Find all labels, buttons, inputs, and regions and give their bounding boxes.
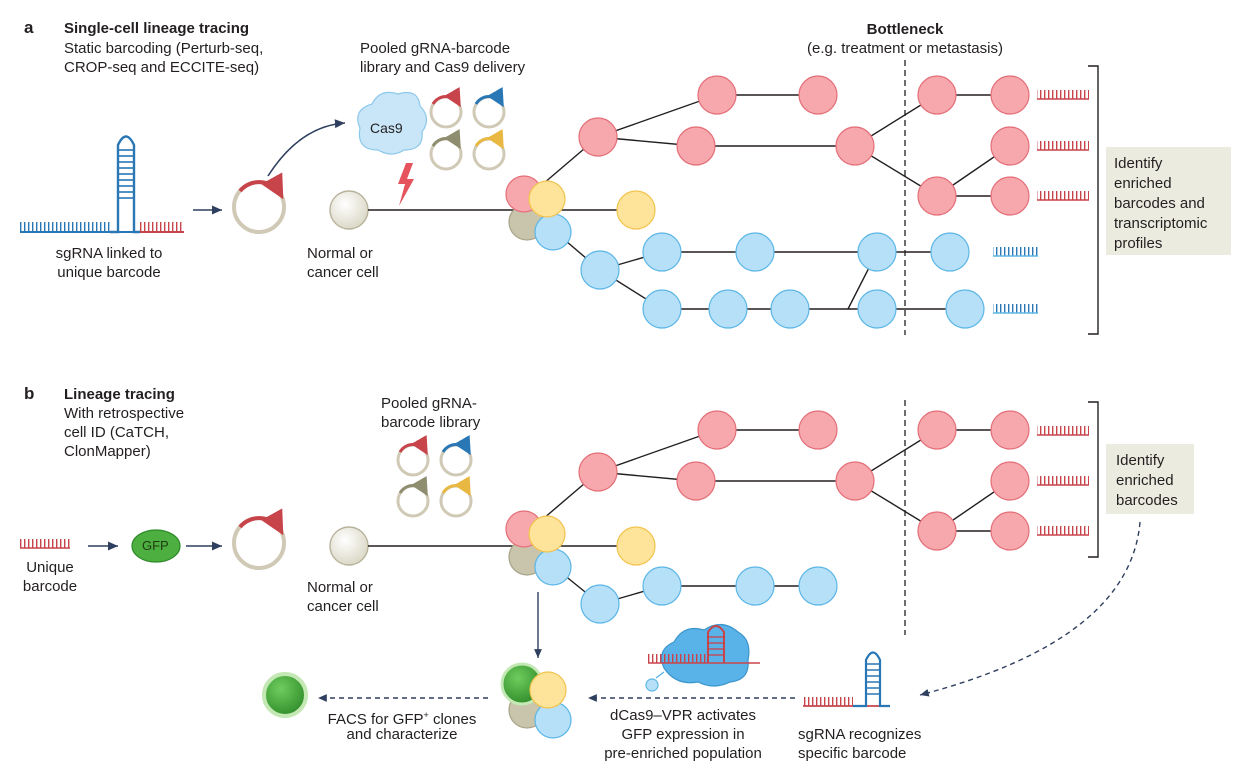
barcode-label: barcode bbox=[22, 578, 78, 595]
bottleneck-subtitle: (e.g. treatment or metastasis) bbox=[807, 40, 1003, 57]
panel-a-subtitle: CROP-seq and ECCITE-seq) bbox=[64, 59, 260, 76]
dashed-arrow bbox=[919, 521, 1141, 697]
panel-b-subtitle: With retrospective bbox=[64, 405, 185, 422]
dcas9-label: GFP expression in bbox=[621, 726, 745, 743]
bracket bbox=[1088, 401, 1099, 558]
cas9-protein-icon bbox=[357, 91, 428, 155]
facs-label-post: clones bbox=[428, 711, 477, 728]
gfp-icon bbox=[131, 529, 181, 563]
library-label-a: library and Cas9 delivery bbox=[360, 59, 526, 76]
recognizes-label: specific barcode bbox=[798, 745, 907, 762]
identify-text-b: Identify bbox=[1116, 452, 1165, 469]
identify-text-a: enriched bbox=[1114, 175, 1172, 192]
library-label-a: Pooled gRNA-barcode bbox=[360, 40, 511, 57]
identify-text-a: profiles bbox=[1114, 235, 1163, 252]
cell-label-a: cancer cell bbox=[307, 264, 379, 281]
identify-box-a bbox=[1106, 147, 1231, 255]
panel-a-title: Single-cell lineage tracing bbox=[64, 20, 250, 37]
enriched-cluster bbox=[500, 662, 572, 739]
identify-text-a: transcriptomic bbox=[1114, 215, 1208, 232]
library-label-b: barcode library bbox=[381, 414, 481, 431]
cas9-label: Cas9 bbox=[370, 120, 403, 136]
arrow bbox=[267, 119, 346, 177]
bracket bbox=[1088, 65, 1099, 335]
barcode-label: Unique bbox=[26, 559, 74, 576]
grna-library-icon bbox=[396, 435, 473, 518]
lineage-tree-b bbox=[368, 429, 1011, 605]
library-label-b: Pooled gRNA- bbox=[381, 395, 477, 412]
sgrna-label: unique barcode bbox=[57, 264, 161, 281]
identify-text-b: barcodes bbox=[1116, 492, 1178, 509]
identify-box-b bbox=[1106, 444, 1194, 514]
dcas9-vpr-icon bbox=[645, 623, 760, 692]
starting-cell bbox=[329, 190, 369, 230]
cell-label-b: cancer cell bbox=[307, 598, 379, 615]
lineage-tree-a bbox=[368, 94, 1011, 310]
gfp-label: GFP bbox=[142, 538, 169, 553]
recognizes-label: sgRNA recognizes bbox=[798, 726, 922, 743]
plasmid-icon bbox=[232, 508, 286, 570]
sorted-gfp-cell bbox=[262, 672, 308, 718]
cells-b bbox=[505, 410, 1030, 624]
panel-a-subtitle: Static barcoding (Perturb-seq, bbox=[64, 40, 264, 57]
panel-b-title: Lineage tracing bbox=[64, 386, 175, 403]
identify-text-b: enriched bbox=[1116, 472, 1174, 489]
grna-library-icon bbox=[429, 87, 506, 171]
facs-label: FACS for GFP+ clones bbox=[312, 706, 492, 729]
barcodes-right-b bbox=[1037, 426, 1089, 536]
facs-label: and characterize bbox=[346, 726, 458, 743]
panel-b-subtitle: cell ID (CaTCH, bbox=[64, 424, 170, 441]
facs-label-pre: FACS for GFP bbox=[327, 711, 424, 728]
sgrna-barcode-icon bbox=[20, 135, 184, 234]
panel-letter-a: a bbox=[24, 18, 34, 37]
panel-letter-b: b bbox=[24, 384, 35, 403]
cell-label-a: Normal or bbox=[307, 245, 373, 262]
panel-b-diagram bbox=[20, 400, 1141, 739]
identify-text-a: barcodes and bbox=[1114, 195, 1205, 212]
sgrna-recognizer-icon bbox=[803, 651, 890, 708]
dcas9-label: pre-enriched population bbox=[604, 745, 762, 762]
dcas9-label: dCas9–VPR activates bbox=[610, 707, 756, 724]
barcodes-right-a bbox=[993, 90, 1089, 314]
panel-b-subtitle: ClonMapper) bbox=[64, 443, 151, 460]
bottleneck-title: Bottleneck bbox=[866, 21, 944, 38]
plasmid-icon bbox=[232, 172, 286, 234]
cells-a bbox=[505, 75, 1030, 329]
sgrna-label: sgRNA linked to bbox=[55, 245, 163, 262]
cell-label-b: Normal or bbox=[307, 579, 373, 596]
starting-cell bbox=[329, 526, 369, 566]
facs-sup: + bbox=[423, 710, 429, 720]
lightning-icon bbox=[398, 163, 414, 206]
identify-text-a: Identify bbox=[1114, 155, 1163, 172]
panel-a-diagram bbox=[20, 60, 1099, 335]
